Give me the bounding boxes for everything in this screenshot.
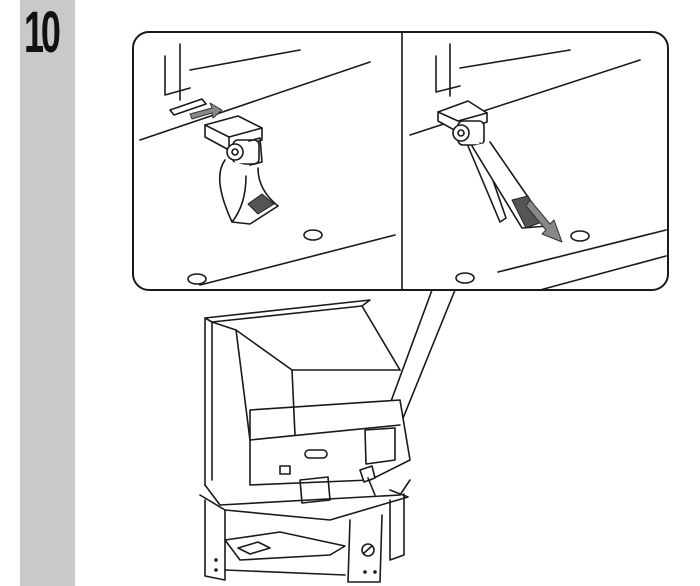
pull-arrow-icon [525,199,563,243]
tv-overview [199,299,411,583]
insert-arrow-icon [189,102,223,120]
detail-right-clip-pull [409,43,667,291]
detail-left-clip-insert [139,43,396,286]
step-sidebar [20,0,75,586]
detail-panel [132,31,669,291]
